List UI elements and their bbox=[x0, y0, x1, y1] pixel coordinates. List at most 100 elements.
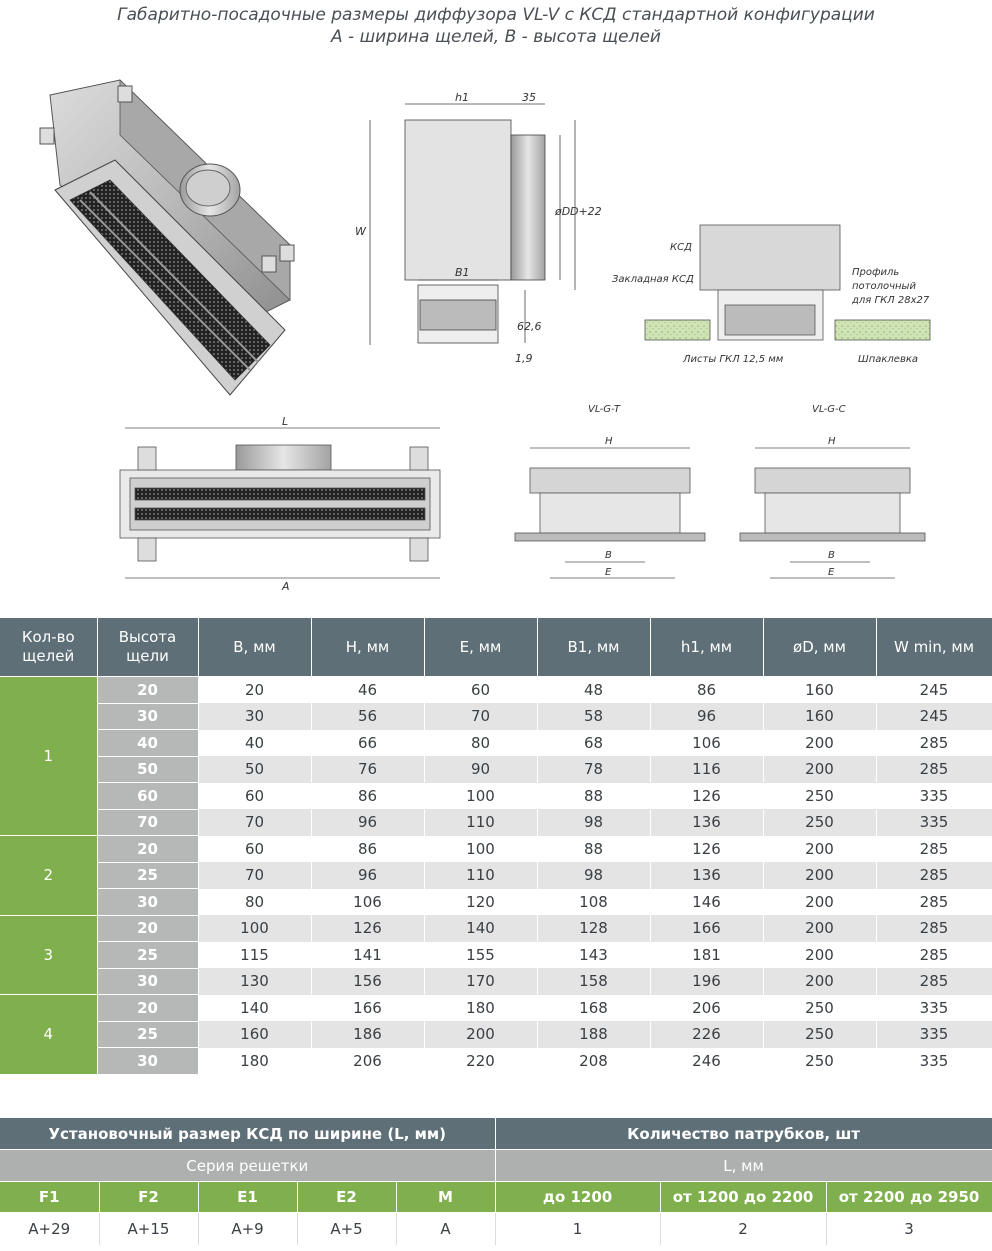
value-cell: 143 bbox=[537, 941, 651, 968]
value-cell: 206 bbox=[650, 994, 764, 1021]
svg-text:B: B bbox=[828, 550, 835, 561]
value-cell: 48 bbox=[537, 676, 651, 703]
svg-text:H: H bbox=[605, 436, 613, 447]
value-cell: 160 bbox=[763, 703, 877, 730]
value-cell: 56 bbox=[311, 703, 425, 730]
nozzle-value: 2 bbox=[660, 1212, 827, 1246]
slot-height-cell: 25 bbox=[97, 862, 199, 889]
svg-text:H: H bbox=[828, 436, 836, 447]
value-cell: 250 bbox=[763, 1047, 877, 1074]
slot-count-cell: 2 bbox=[0, 835, 98, 916]
value-cell: 80 bbox=[198, 888, 312, 915]
slot-height-cell: 30 bbox=[97, 1047, 199, 1075]
value-cell: 86 bbox=[311, 782, 425, 809]
value-cell: 200 bbox=[763, 835, 877, 862]
value-cell: 250 bbox=[763, 782, 877, 809]
value-cell: 250 bbox=[763, 994, 877, 1021]
value-cell: 206 bbox=[311, 1047, 425, 1074]
value-cell: 158 bbox=[537, 968, 651, 995]
value-cell: 226 bbox=[650, 1021, 764, 1048]
grille-series-label: Серия решетки bbox=[0, 1149, 496, 1182]
value-cell: 285 bbox=[876, 915, 992, 942]
value-cell: 70 bbox=[198, 809, 312, 836]
value-cell: 96 bbox=[650, 703, 764, 730]
value-cell: 200 bbox=[424, 1021, 538, 1048]
slot-height-cell: 20 bbox=[97, 676, 199, 704]
header-cell: E, мм bbox=[424, 618, 538, 677]
svg-text:35: 35 bbox=[522, 91, 536, 104]
value-cell: 166 bbox=[650, 915, 764, 942]
slot-height-cell: 20 bbox=[97, 915, 199, 942]
value-cell: 200 bbox=[763, 915, 877, 942]
value-cell: 98 bbox=[537, 809, 651, 836]
page-title: Габаритно-посадочные размеры диффузора V… bbox=[0, 4, 992, 48]
title-line-2: A - ширина щелей, B - высота щелей bbox=[331, 27, 661, 47]
value-cell: 245 bbox=[876, 703, 992, 730]
svg-text:A: A bbox=[281, 580, 290, 593]
value-cell: 250 bbox=[763, 1021, 877, 1048]
value-cell: 128 bbox=[537, 915, 651, 942]
value-cell: 196 bbox=[650, 968, 764, 995]
value-cell: 140 bbox=[424, 915, 538, 942]
header-cell: h1, мм bbox=[650, 618, 764, 677]
value-cell: 136 bbox=[650, 862, 764, 889]
svg-text:Шпаклевка: Шпаклевка bbox=[858, 354, 918, 365]
value-cell: 126 bbox=[650, 782, 764, 809]
profile-vl-g-t-labels: VL-G-T H B E bbox=[588, 404, 621, 578]
slot-height-cell: 25 bbox=[97, 1021, 199, 1048]
value-cell: 70 bbox=[424, 703, 538, 730]
value-cell: 335 bbox=[876, 809, 992, 836]
value-cell: 181 bbox=[650, 941, 764, 968]
series-col: E2 bbox=[297, 1181, 397, 1213]
value-cell: 130 bbox=[198, 968, 312, 995]
value-cell: 120 bbox=[424, 888, 538, 915]
value-cell: 220 bbox=[424, 1047, 538, 1074]
value-cell: 110 bbox=[424, 809, 538, 836]
side-section-view bbox=[369, 103, 576, 345]
value-cell: 146 bbox=[650, 888, 764, 915]
value-cell: 46 bbox=[311, 676, 425, 703]
svg-text:B1: B1 bbox=[455, 266, 470, 279]
header-cell: B1, мм bbox=[537, 618, 651, 677]
iso-view bbox=[39, 79, 295, 396]
value-cell: 66 bbox=[311, 729, 425, 756]
slot-count-cell: 3 bbox=[0, 915, 98, 995]
value-cell: 96 bbox=[311, 809, 425, 836]
value-cell: 126 bbox=[311, 915, 425, 942]
value-cell: 246 bbox=[650, 1047, 764, 1074]
svg-text:W: W bbox=[355, 225, 367, 238]
length-label: L, мм bbox=[495, 1149, 992, 1182]
dimensions-table-header: Кол-во щелей Высота щели B, мм H, мм E, … bbox=[0, 618, 992, 677]
slot-height-cell: 20 bbox=[97, 835, 199, 863]
value-cell: 155 bbox=[424, 941, 538, 968]
value-cell: 40 bbox=[198, 729, 312, 756]
value-cell: 140 bbox=[198, 994, 312, 1021]
value-cell: 186 bbox=[311, 1021, 425, 1048]
svg-text:B: B bbox=[605, 550, 612, 561]
series-col: E1 bbox=[198, 1181, 298, 1213]
value-cell: 245 bbox=[876, 676, 992, 703]
installation-view bbox=[644, 224, 931, 341]
value-cell: 141 bbox=[311, 941, 425, 968]
installation-labels: КСД Закладная КСД Профиль потолочный для… bbox=[612, 242, 930, 365]
series-value: A+29 bbox=[0, 1212, 100, 1246]
length-col: от 2200 до 2950 bbox=[826, 1181, 992, 1213]
length-col: от 1200 до 2200 bbox=[660, 1181, 827, 1213]
value-cell: 200 bbox=[763, 729, 877, 756]
technical-drawings: h1 35 W øD D+22 B1 62,6 1,9 КСД Закладна… bbox=[39, 79, 931, 593]
front-view bbox=[119, 427, 441, 579]
svg-text:VL-G-T: VL-G-T bbox=[588, 404, 621, 415]
header-cell: øD, мм bbox=[763, 618, 877, 677]
value-cell: 106 bbox=[311, 888, 425, 915]
slot-count-cell: 1 bbox=[0, 676, 98, 836]
